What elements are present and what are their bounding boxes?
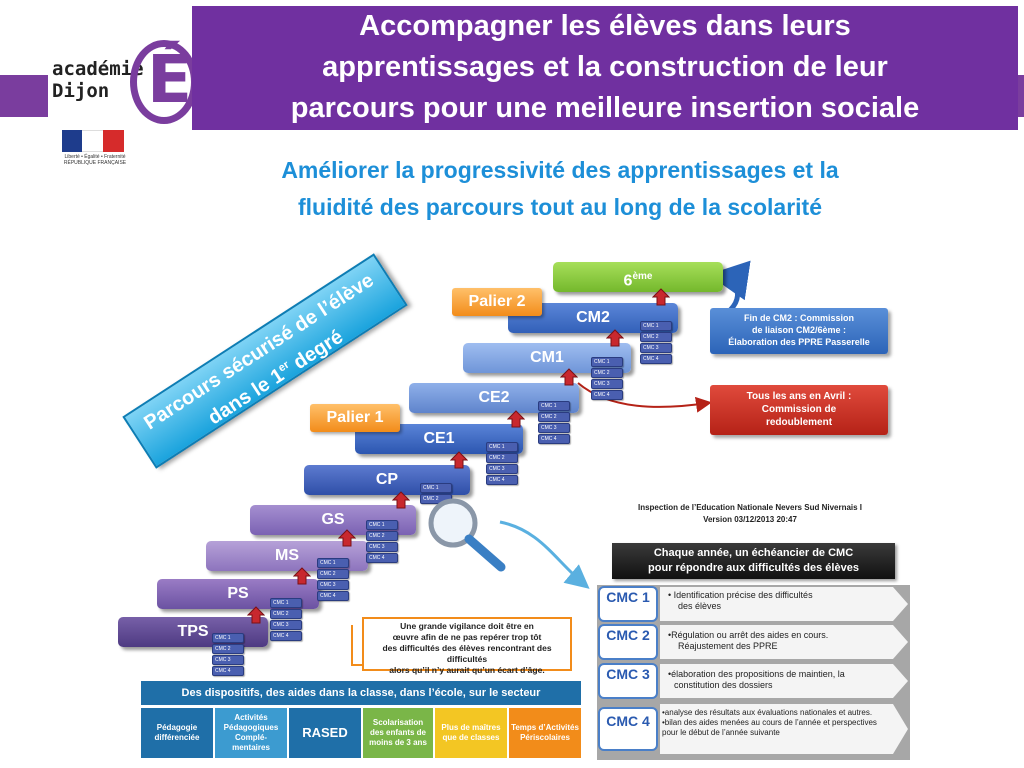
redoublement-callout: Tous les ans en Avril : Commission de re… — [710, 385, 888, 435]
cmc-4-description: •analyse des résultats aux évaluations n… — [662, 708, 877, 737]
vigilance-note: Une grande vigilance doit être en œuvre … — [362, 617, 572, 675]
right-purple-band — [1018, 75, 1024, 117]
dispositif-cell: Plus de maîtres que de classes — [435, 708, 507, 758]
up-arrow-icon — [652, 288, 670, 306]
cmc-1-description: • Identification précise des difficultés… — [668, 590, 813, 611]
palier-2-label: Palier 2 — [452, 288, 542, 316]
palier-1-label: Palier 1 — [310, 404, 400, 432]
page-subtitle: Améliorer la progressivité des apprentis… — [281, 157, 839, 220]
dispositifs-table: Des dispositifs, des aides dans la class… — [141, 681, 581, 760]
dispositif-cell: Pédagogie différenciée — [141, 708, 213, 758]
cm2-liaison-callout: Fin de CM2 : Commission de liaison CM2/6… — [710, 308, 888, 354]
up-arrow-icon — [560, 368, 578, 386]
french-flag-icon — [62, 130, 124, 152]
dispositif-cell: RASED — [289, 708, 361, 758]
cmc-2-description: •Régulation ou arrêt des aides en cours.… — [668, 630, 829, 651]
cmc-panel-heading: Chaque année, un échéancier de CMC pour … — [612, 543, 895, 579]
cmc-3-description: •élaboration des propositions de maintie… — [668, 669, 845, 690]
academie-dijon-logo: académie Dijon É — [52, 28, 198, 128]
up-arrow-icon — [293, 567, 311, 585]
dispositif-cell: Temps d’Activités Périscolaires — [509, 708, 581, 758]
dispositifs-heading: Des dispositifs, des aides dans la class… — [141, 681, 581, 705]
cmc-3-tag: CMC 3 — [598, 663, 658, 699]
republique-francaise-caption: Liberté • Égalité • Fraternité RÉPUBLIQU… — [63, 154, 127, 166]
up-arrow-icon — [606, 329, 624, 347]
dispositif-cell: Activités Pédagogiques Complé-mentaires — [215, 708, 287, 758]
up-arrow-icon — [338, 529, 356, 547]
cmc-1-tag: CMC 1 — [598, 586, 658, 622]
left-purple-band — [0, 75, 48, 117]
up-arrow-icon — [450, 451, 468, 469]
dispositif-cell: Scolarisation des enfants de moins de 3 … — [363, 708, 433, 758]
magnifying-glass-icon — [428, 498, 506, 572]
up-arrow-icon — [247, 606, 265, 624]
up-arrow-icon — [507, 410, 525, 428]
page-title: Accompagner les élèves dans leurs appren… — [192, 6, 1018, 130]
cmc-4-tag: CMC 4 — [598, 707, 658, 751]
cmc-2-tag: CMC 2 — [598, 624, 658, 660]
inspection-caption: Inspection de l’Education Nationale Neve… — [637, 503, 863, 524]
up-arrow-icon — [392, 491, 410, 509]
logo-letter: É — [147, 41, 193, 118]
logo-text: académie Dijon — [52, 58, 144, 102]
step-sixieme: 6ème — [553, 262, 723, 292]
